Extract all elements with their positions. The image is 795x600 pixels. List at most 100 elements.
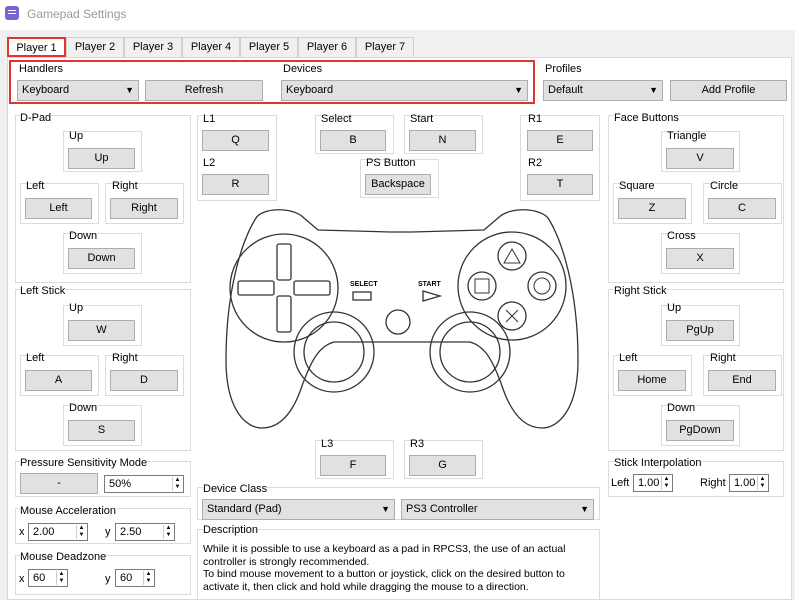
ls-left-button[interactable]: A (25, 370, 92, 391)
spin-arrows-icon[interactable]: ▲▼ (76, 525, 86, 539)
l3-button[interactable]: F (320, 455, 386, 476)
mouse-dead-y-spinbox[interactable]: 60▲▼ (115, 569, 155, 587)
handlers-value: Keyboard (22, 84, 70, 96)
chevron-down-icon: ▼ (514, 85, 523, 95)
r2-label: R2 (528, 157, 543, 169)
dpad-left-button[interactable]: Left (25, 198, 92, 219)
ls-right-button[interactable]: D (110, 370, 178, 391)
app-icon (5, 6, 19, 20)
dpad-label: D-Pad (20, 112, 52, 124)
mouse-accel-x-spinbox[interactable]: 2.00 ▲▼ (28, 523, 88, 541)
refresh-button[interactable]: Refresh (145, 80, 263, 101)
tab-player-6[interactable]: Player 6 (298, 37, 356, 57)
spin-arrows-icon[interactable]: ▲▼ (757, 476, 767, 490)
dpad-right-button[interactable]: Right (110, 198, 178, 219)
left-stick-label: Left Stick (20, 285, 66, 297)
tab-player-3[interactable]: Player 3 (124, 37, 182, 57)
rs-left-button[interactable]: Home (618, 370, 686, 391)
tab-player-4[interactable]: Player 4 (182, 37, 240, 57)
ls-left-label: Left (26, 352, 45, 364)
ls-down-button[interactable]: S (68, 420, 135, 441)
rs-right-label: Right (710, 352, 736, 364)
select-label: Select (321, 113, 352, 125)
ls-up-button[interactable]: W (68, 320, 135, 341)
pressure-value: 50% (109, 478, 132, 490)
spin-arrows-icon[interactable]: ▲▼ (172, 477, 182, 491)
face-buttons-label: Face Buttons (614, 112, 679, 124)
r2-button[interactable]: T (527, 174, 593, 195)
rs-up-button[interactable]: PgUp (666, 320, 734, 341)
stick-interp-left-spinbox[interactable]: 1.00▲▼ (633, 474, 673, 492)
dpad-down-label: Down (69, 230, 98, 242)
cross-label: Cross (667, 230, 696, 242)
stick-interp-left-label: Left (611, 477, 630, 489)
device-class-label: Device Class (203, 483, 268, 495)
dpad-down-button[interactable]: Down (68, 248, 135, 269)
dpad-up-button[interactable]: Up (68, 148, 135, 169)
rs-left-label: Left (619, 352, 638, 364)
profiles-select[interactable]: Default ▼ (543, 80, 663, 101)
stick-interp-left-value: 1.00 (638, 477, 660, 489)
controller-type-select[interactable]: PS3 Controller▼ (401, 499, 594, 520)
r3-label: R3 (410, 438, 425, 450)
start-label: Start (410, 113, 434, 125)
mouse-dead-x-spinbox[interactable]: 60 ▲▼ (28, 569, 68, 587)
ls-right-label: Right (112, 352, 138, 364)
chevron-down-icon: ▼ (649, 85, 658, 95)
right-stick-label: Right Stick (614, 285, 667, 297)
controller-select-text: SELECT (350, 281, 378, 288)
select-button[interactable]: B (320, 130, 386, 151)
r1-button[interactable]: E (527, 130, 593, 151)
profiles-label: Profiles (545, 63, 582, 75)
mouse-accel-x-value: 2.00 (33, 526, 55, 538)
ls-down-label: Down (69, 402, 98, 414)
stick-interp-right-spinbox[interactable]: 1.00▲▼ (729, 474, 769, 492)
tab-player-1[interactable]: Player 1 (7, 37, 66, 57)
r3-button[interactable]: G (409, 455, 476, 476)
l2-label: L2 (203, 157, 216, 169)
l3-label: L3 (321, 438, 334, 450)
spin-arrows-icon[interactable]: ▲▼ (56, 571, 66, 585)
pressure-label: Pressure Sensitivity Mode (20, 457, 148, 469)
spin-arrows-icon[interactable]: ▲▼ (661, 476, 671, 490)
device-class-select[interactable]: Standard (Pad)▼ (202, 499, 395, 520)
tab-player-5[interactable]: Player 5 (240, 37, 298, 57)
spin-arrows-icon[interactable]: ▲▼ (163, 525, 173, 539)
handlers-select[interactable]: Keyboard▼ (17, 80, 139, 101)
rs-down-label: Down (667, 402, 696, 414)
mouse-dead-label: Mouse Deadzone (20, 551, 107, 563)
stick-interp-right-label: Right (700, 477, 726, 489)
window-title: Gamepad Settings (27, 7, 127, 21)
mouse-accel-y-spinbox[interactable]: 2.50▲▼ (115, 523, 175, 541)
circle-label: Circle (710, 180, 739, 192)
cross-button[interactable]: X (666, 248, 734, 269)
devices-select[interactable]: Keyboard ▼ (281, 80, 528, 101)
l1-button[interactable]: Q (202, 130, 269, 151)
circle-button[interactable]: C (708, 198, 776, 219)
chevron-down-icon: ▼ (580, 504, 589, 514)
triangle-label: Triangle (667, 130, 707, 142)
ps-label: PS Button (366, 157, 416, 169)
pressure-button[interactable]: - (20, 473, 98, 494)
l2-button[interactable]: R (202, 174, 269, 195)
tab-player-2[interactable]: Player 2 (66, 37, 124, 57)
rs-down-button[interactable]: PgDown (666, 420, 734, 441)
devices-value: Keyboard (286, 84, 334, 96)
profiles-value: Default (548, 84, 583, 96)
ps-button[interactable]: Backspace (365, 174, 431, 195)
add-profile-button[interactable]: Add Profile (670, 80, 787, 101)
triangle-button[interactable]: V (666, 148, 734, 169)
tab-player-7[interactable]: Player 7 (356, 37, 414, 57)
stick-interp-label: Stick Interpolation (614, 457, 702, 469)
mouse-accel-label: Mouse Acceleration (20, 505, 116, 517)
start-button[interactable]: N (409, 130, 476, 151)
rs-right-button[interactable]: End (708, 370, 776, 391)
mouse-dead-x-value: 60 (33, 572, 46, 584)
square-button[interactable]: Z (618, 198, 686, 219)
spin-arrows-icon[interactable]: ▲▼ (143, 571, 153, 585)
pressure-spinbox[interactable]: 50% ▲▼ (104, 475, 184, 493)
square-label: Square (619, 180, 655, 192)
mouse-dead-x-label: x (19, 573, 25, 585)
title-bar: Gamepad Settings (0, 0, 795, 30)
mouse-accel-y-label: y (105, 526, 111, 538)
